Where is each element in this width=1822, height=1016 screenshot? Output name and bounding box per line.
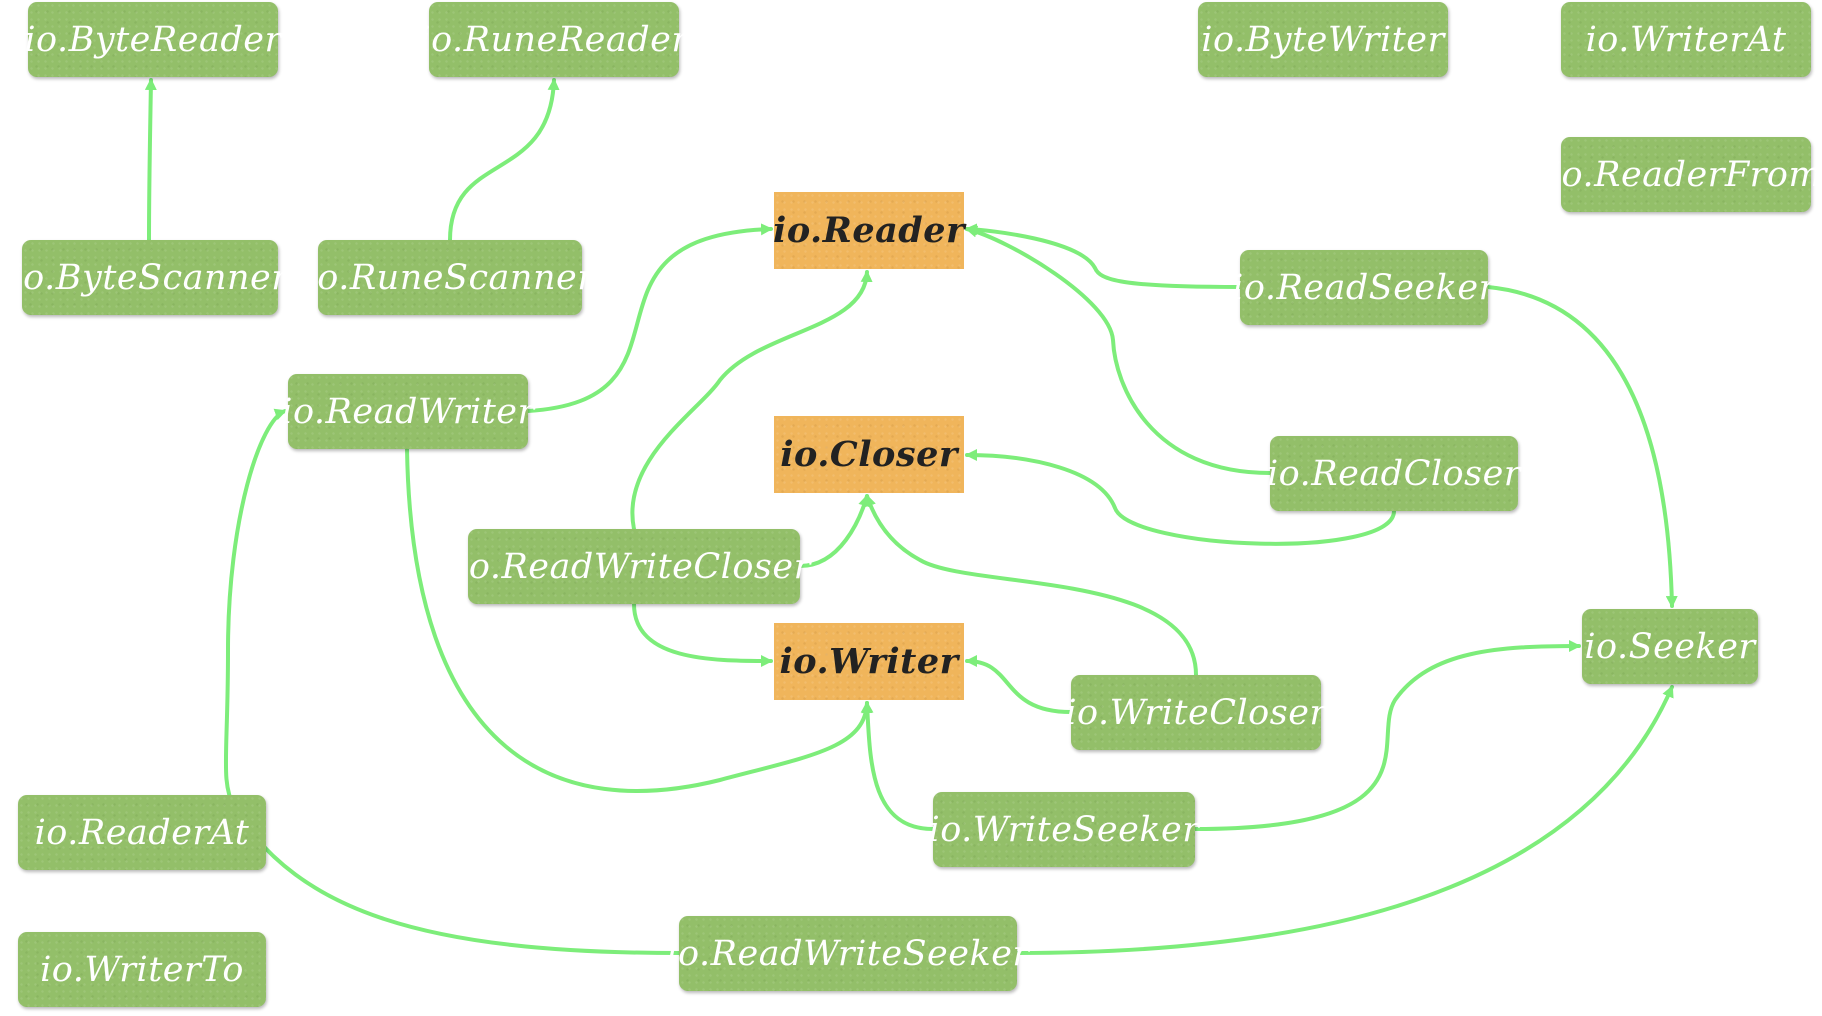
edge-readwritecloser-to-closer [798,494,870,568]
edge-readcloser-to-reader [965,225,1272,475]
node-writecloser: io.WriteCloser [1065,675,1326,750]
node-readwritecloser: io.ReadWriteCloser [457,529,810,604]
node-runescanner: io.RuneScanner [306,240,594,315]
edge-writeseeker-to-seeker [1193,640,1581,831]
edge-readcloser-to-closer [965,449,1396,546]
edge-readwriter-to-writer [405,447,873,793]
edge-readseeker-to-reader [965,223,1242,289]
edge-readwritecloser-to-reader [630,270,873,531]
node-writerat: io.WriterAt [1561,2,1811,77]
node-writerto: io.WriterTo [18,932,266,1007]
edge-readwriteseeker-to-seeker [1015,685,1674,955]
edge-writecloser-to-writer [965,655,1073,714]
node-closer: io.Closer [774,416,964,493]
node-readwriter: io.ReadWriter [281,374,534,449]
edge-writecloser-to-closer [864,494,1198,677]
node-reader: io.Reader [773,192,964,269]
node-readcloser: io.ReadCloser [1267,436,1521,511]
edge-readwritecloser-to-writer [632,602,773,667]
node-readerfrom: io.ReaderFrom [1550,137,1822,212]
edge-readwriteseeker-to-readwriter [223,408,681,955]
node-runereader: io.RuneReader [419,2,688,77]
node-bytewriter: io.ByteWriter [1198,2,1448,77]
edge-writeseeker-to-writer [861,701,935,831]
edge-bytescanner-to-bytereader [144,78,157,242]
node-seeker: io.Seeker [1582,609,1758,684]
edge-readwriter-to-reader [526,223,773,413]
node-writeseeker: io.WriteSeeker [929,792,1199,867]
node-readwriteseeker: io.ReadWriteSeeker [666,916,1029,991]
node-readseeker: io.ReadSeeker [1232,250,1495,325]
node-writer: io.Writer [774,623,964,700]
edge-readseeker-to-seeker [1486,285,1678,608]
edge-runescanner-to-runereader [448,78,560,242]
node-bytescanner: io.ByteScanner [11,240,288,315]
node-bytereader: io.ByteReader [24,2,281,77]
node-readerat: io.ReaderAt [18,795,266,870]
